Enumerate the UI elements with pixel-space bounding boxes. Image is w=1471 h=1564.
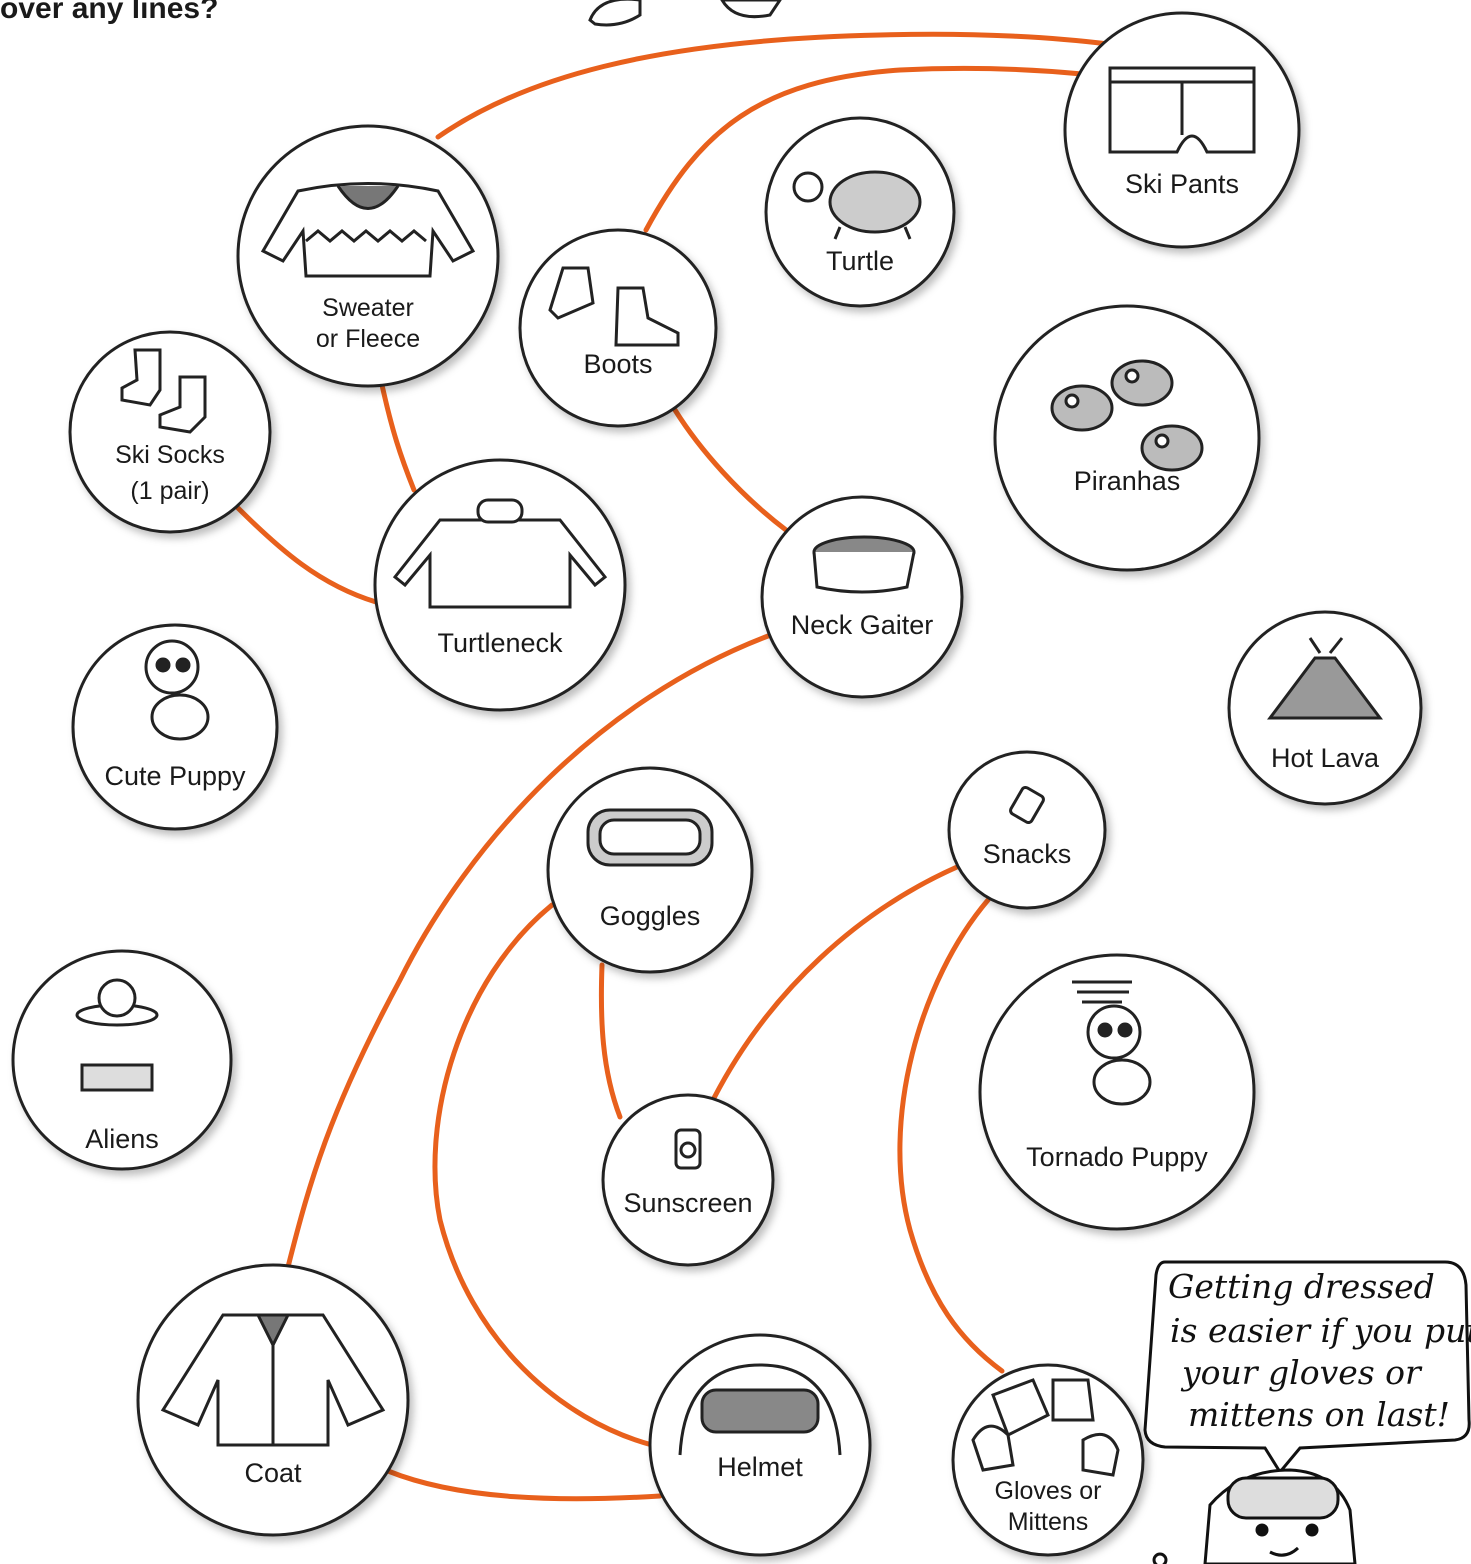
tornado-puppy-icon: [1072, 980, 1152, 1106]
node-label-helmet: Helmet: [717, 1452, 803, 1482]
sweater-icon: [260, 182, 476, 278]
helmet-icon: [678, 1363, 842, 1456]
node-sunscreen: Sunscreen: [601, 1093, 775, 1267]
node-turtle: Turtle: [764, 116, 956, 308]
speech-line-2: is easier if you put: [1170, 1311, 1471, 1350]
edge-ski-socks-to-turtleneck: [233, 503, 379, 605]
node-circle-sunscreen: [601, 1093, 775, 1267]
node-tornado-puppy: Tornado Puppy: [978, 953, 1256, 1231]
cute-puppy-icon: [144, 639, 210, 741]
edges: [233, 31, 1111, 1502]
speech-bubble: Getting dressed is easier if you put you…: [1143, 1260, 1471, 1475]
neck-gaiter-icon: [812, 535, 916, 594]
node-label-sweater-2: or Fleece: [316, 325, 420, 353]
edge-sweater-to-turtleneck: [379, 382, 417, 493]
boots-icon: [548, 266, 680, 347]
node-label-cute-puppy: Cute Puppy: [104, 761, 246, 791]
node-label-aliens: Aliens: [85, 1124, 159, 1154]
node-label-sunscreen: Sunscreen: [623, 1188, 752, 1218]
node-label-tornado-puppy: Tornado Puppy: [1026, 1142, 1208, 1172]
piranhas-icon: [1050, 359, 1204, 472]
node-label-snacks: Snacks: [983, 839, 1072, 869]
node-label-sweater-1: Sweater: [322, 294, 414, 322]
node-circle-neck-gaiter: [760, 495, 964, 699]
node-ski-pants: Ski Pants: [1063, 11, 1301, 249]
node-aliens: Aliens: [11, 949, 233, 1171]
goggles-icon: [586, 808, 714, 867]
node-label-turtleneck: Turtleneck: [437, 628, 563, 658]
node-label-gloves-2: Mittens: [1008, 1508, 1089, 1536]
node-boots: Boots: [518, 228, 718, 428]
skier-face-icon: [1152, 1468, 1357, 1564]
ski-socks-icon: [120, 348, 207, 434]
node-label-neck-gaiter: Neck Gaiter: [791, 610, 934, 640]
node-label-ski-socks-1: Ski Socks: [115, 441, 225, 469]
node-label-piranhas: Piranhas: [1074, 466, 1181, 496]
edge-boots-to-neck-gaiter: [672, 407, 789, 533]
node-ski-socks: Ski Socks (1 pair): [68, 330, 272, 534]
node-circle-ski-socks: [68, 330, 272, 534]
ski-pants-icon: [1108, 66, 1256, 154]
node-goggles: Goggles: [546, 766, 754, 974]
snacks-icon: [1009, 785, 1045, 825]
node-label-turtle: Turtle: [826, 246, 894, 276]
edge-snacks-to-sunscreen: [711, 864, 960, 1101]
edge-sweater-to-ski-pants: [435, 31, 1111, 140]
edge-neck-gaiter-to-coat: [285, 633, 771, 1270]
node-hot-lava: Hot Lava: [1227, 610, 1423, 806]
turtle-icon: [792, 170, 922, 240]
node-circle-piranhas: [993, 304, 1261, 572]
edge-coat-to-helmet: [385, 1468, 663, 1502]
node-label-goggles: Goggles: [600, 901, 701, 931]
node-circle-goggles: [546, 766, 754, 974]
feet-icon: [588, 0, 782, 27]
node-label-boots: Boots: [583, 349, 652, 379]
speech-line-4: mittens on last!: [1188, 1395, 1450, 1434]
edge-goggles-to-helmet: [432, 902, 655, 1448]
sunscreen-icon: [674, 1128, 702, 1170]
aliens-icon: [75, 978, 159, 1092]
node-turtleneck: Turtleneck: [373, 458, 627, 712]
node-cute-puppy: Cute Puppy: [71, 623, 279, 831]
speech-line-3: your gloves or: [1180, 1353, 1423, 1392]
node-circle-aliens: [11, 949, 233, 1171]
node-sweater: Sweater or Fleece: [236, 124, 500, 388]
turtleneck-icon: [392, 498, 608, 609]
node-label-hot-lava: Hot Lava: [1271, 743, 1380, 773]
coat-icon: [160, 1313, 386, 1447]
speech-line-1: Getting dressed: [1168, 1267, 1435, 1306]
node-label-ski-pants: Ski Pants: [1125, 169, 1239, 199]
node-snacks: Snacks: [947, 750, 1107, 910]
node-coat: Coat: [136, 1263, 410, 1537]
node-label-gloves-1: Gloves or: [995, 1477, 1102, 1505]
question-fragment: over any lines?: [0, 0, 219, 25]
node-piranhas: Piranhas: [993, 304, 1261, 572]
node-label-ski-socks-2: (1 pair): [130, 477, 209, 505]
node-circle-snacks: [947, 750, 1107, 910]
node-helmet: Helmet: [648, 1333, 872, 1557]
edge-boots-to-ski-pants: [643, 65, 1085, 233]
gloves-icon: [971, 1378, 1120, 1477]
edge-goggles-to-sunscreen: [598, 962, 623, 1120]
node-label-coat: Coat: [244, 1458, 302, 1488]
hot-lava-icon: [1267, 637, 1383, 720]
node-neck-gaiter: Neck Gaiter: [760, 495, 964, 699]
node-gloves: Gloves or Mittens: [951, 1363, 1145, 1557]
edge-snacks-to-gloves: [897, 897, 1005, 1374]
